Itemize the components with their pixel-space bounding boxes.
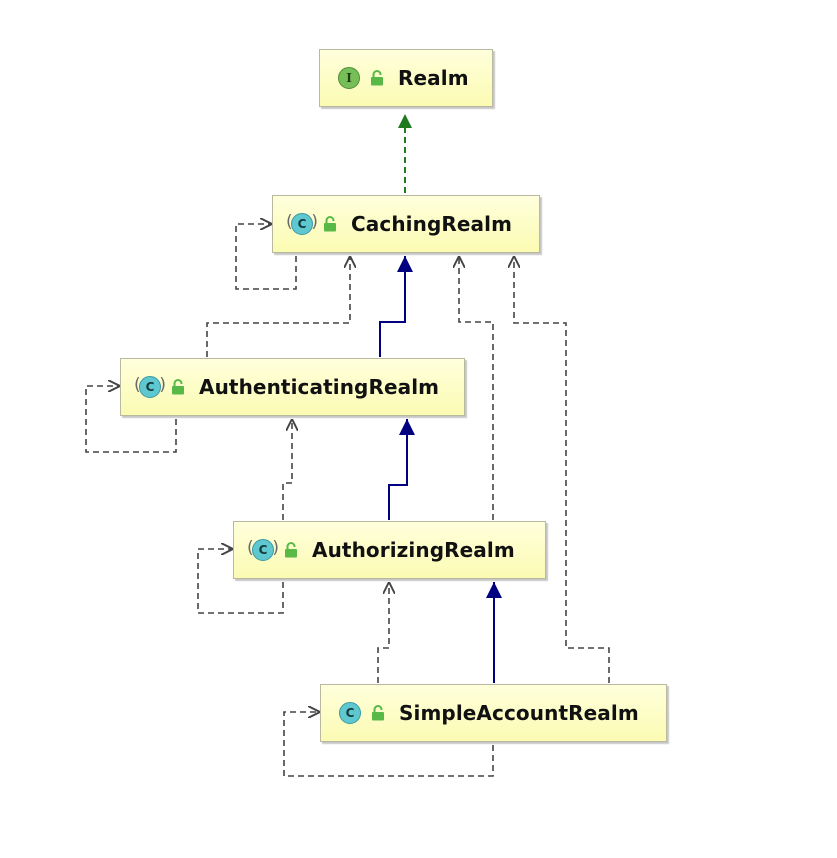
unlocked-icon — [372, 705, 384, 721]
uses-edge-simple-self — [283, 712, 494, 777]
node-simple-account-realm[interactable]: C SimpleAccountRealm — [320, 684, 667, 742]
abstract-class-icon: C — [247, 538, 279, 561]
extends-edge-authorizing-authenticating — [388, 419, 415, 520]
uses-edge-authenticating-caching — [206, 256, 350, 357]
unlocked-icon — [285, 542, 297, 558]
class-icon: C — [339, 702, 361, 724]
node-authenticating-realm[interactable]: C AuthenticatingRealm — [120, 358, 465, 416]
node-realm[interactable]: I Realm — [319, 49, 493, 107]
node-label: CachingRealm — [351, 212, 513, 236]
unlocked-icon — [324, 216, 336, 232]
extends-edge-authenticating-caching — [379, 256, 413, 357]
node-label: AuthorizingRealm — [312, 538, 515, 562]
abstract-class-icon: C — [286, 212, 318, 235]
node-label: SimpleAccountRealm — [399, 701, 639, 725]
node-authorizing-realm[interactable]: C AuthorizingRealm — [233, 521, 546, 579]
uses-edge-authorizing-caching — [459, 256, 494, 520]
uses-edge-caching-self — [235, 224, 297, 290]
abstract-class-icon: C — [134, 375, 166, 398]
uses-edge-simple-authorizing — [377, 582, 389, 683]
uses-edge-authenticating-self — [85, 386, 177, 453]
unlocked-icon — [371, 70, 383, 86]
node-caching-realm[interactable]: C CachingRealm — [272, 195, 540, 253]
uses-edge-simple-caching — [514, 256, 610, 683]
uses-edge-authorizing-self — [197, 549, 284, 614]
uses-edge-authorizing-authenticating — [282, 419, 292, 520]
unlocked-icon — [172, 379, 184, 395]
node-label: Realm — [398, 66, 469, 90]
node-label: AuthenticatingRealm — [199, 375, 440, 399]
interface-icon: I — [338, 67, 360, 89]
